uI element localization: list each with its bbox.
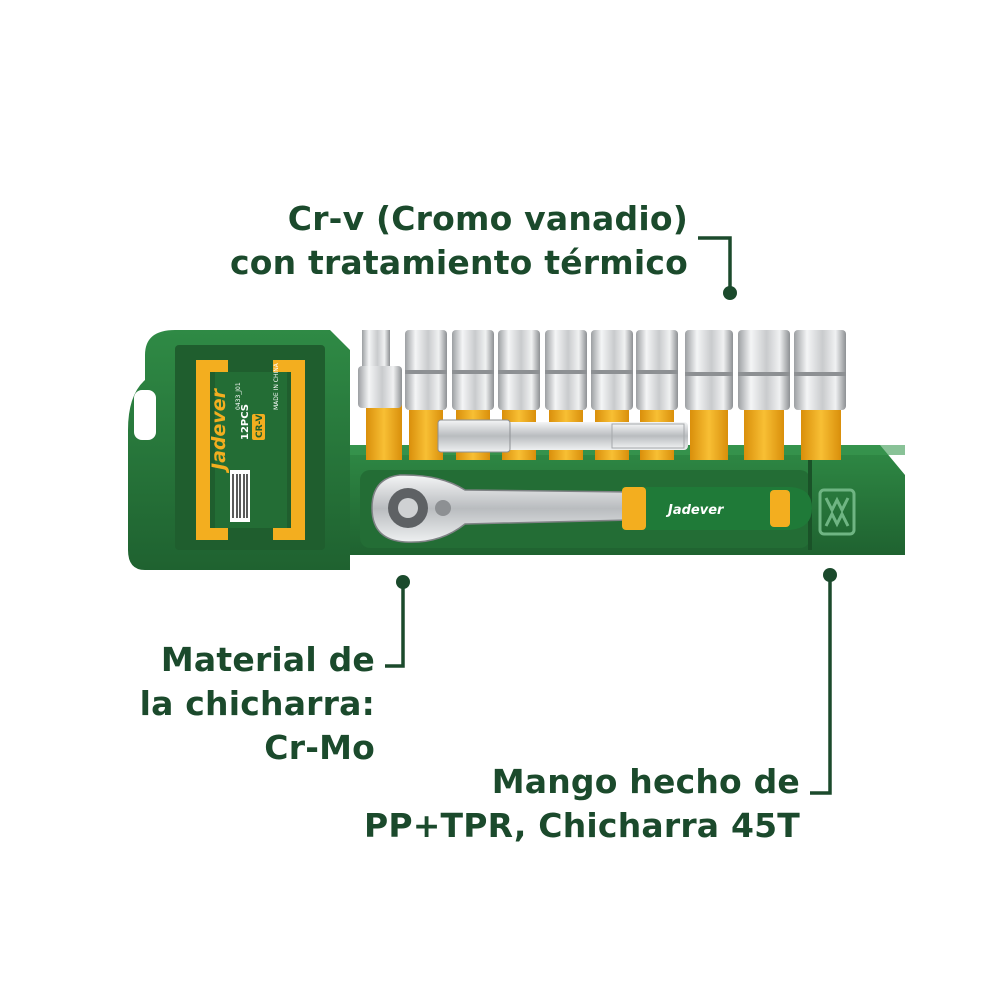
callout-socket-material: Cr-v (Cromo vanadio) con tratamiento tér… bbox=[230, 197, 688, 285]
callout-right-line-2: PP+TPR, Chicharra 45T bbox=[363, 806, 800, 845]
callout-left-line-1: Material de bbox=[160, 640, 375, 679]
leader-line-top bbox=[698, 236, 732, 292]
socket bbox=[794, 330, 846, 460]
leader-lines bbox=[385, 236, 832, 795]
callout-top-line-2: con tratamiento térmico bbox=[229, 243, 688, 282]
leader-dot-top bbox=[723, 286, 737, 300]
callout-right-line-1: Mango hecho de bbox=[491, 762, 800, 801]
case-brand-label: Jadever bbox=[208, 387, 230, 474]
socket bbox=[405, 330, 447, 460]
leader-dot-right bbox=[823, 568, 837, 582]
callout-handle-material: Mango hecho de PP+TPR, Chicharra 45T bbox=[364, 760, 800, 848]
leader-line-right bbox=[810, 576, 832, 795]
case-origin: MADE IN CHINA bbox=[273, 362, 280, 410]
case-header-card: Jadever 12PCS CR-V 0433_J01 MADE IN CHIN… bbox=[128, 330, 350, 570]
ratchet-wrench: Jadever bbox=[371, 474, 812, 543]
case-pack-count: 12PCS bbox=[240, 404, 251, 440]
brand-emblem-icon bbox=[818, 488, 856, 536]
callout-left-line-3: Cr-Mo bbox=[264, 728, 375, 767]
socket bbox=[358, 330, 402, 460]
callout-ratchet-material: Material de la chicharra: Cr-Mo bbox=[140, 638, 375, 770]
callout-left-line-2: la chicharra: bbox=[139, 684, 375, 723]
socket bbox=[685, 330, 733, 460]
socket bbox=[738, 330, 790, 460]
case-material-badge: CR-V bbox=[255, 414, 265, 438]
callout-top-line-1: Cr-v (Cromo vanadio) bbox=[287, 199, 688, 238]
extension-bar bbox=[437, 419, 688, 453]
ratchet-brand-label: Jadever bbox=[665, 503, 725, 518]
socket bbox=[591, 330, 633, 460]
leader-dot-left bbox=[396, 575, 410, 589]
leader-line-left bbox=[385, 583, 405, 668]
case-model-code: 0433_J01 bbox=[235, 382, 242, 410]
